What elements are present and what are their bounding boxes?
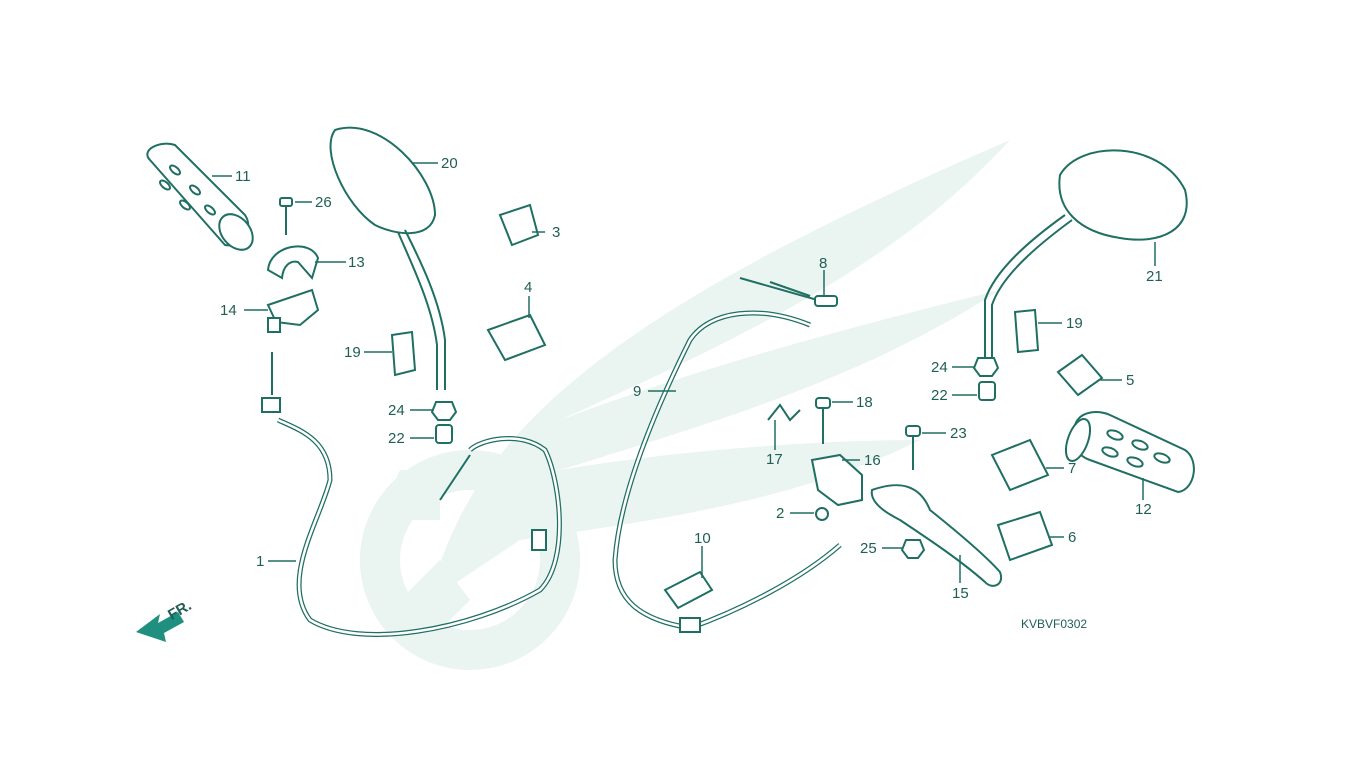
callout-26: 26 bbox=[315, 194, 332, 211]
mirror-left-part bbox=[329, 126, 446, 390]
callout-11: 11 bbox=[235, 168, 251, 185]
callout-12: 12 bbox=[1135, 501, 1152, 518]
mirror-right-part bbox=[984, 149, 1188, 360]
nut-left-part bbox=[430, 401, 458, 421]
switch-right-part bbox=[990, 438, 1050, 492]
callout-24-left: 24 bbox=[388, 402, 405, 419]
lever-bracket-part bbox=[810, 453, 863, 507]
callout-9: 9 bbox=[633, 383, 641, 400]
callout-5: 5 bbox=[1126, 372, 1134, 389]
lever-nut-part bbox=[900, 539, 926, 559]
pivot-pin-part bbox=[815, 397, 831, 444]
callout-19-right: 19 bbox=[1066, 315, 1083, 332]
callout-labels: 1 2 3 4 5 6 7 8 9 10 11 12 13 14 15 16 1… bbox=[165, 155, 1163, 631]
grip-right-part bbox=[1064, 411, 1195, 494]
callout-25: 25 bbox=[860, 540, 877, 557]
callout-1: 1 bbox=[256, 553, 264, 570]
callout-24-right: 24 bbox=[931, 359, 948, 376]
callout-16: 16 bbox=[864, 452, 881, 469]
callout-8: 8 bbox=[819, 255, 827, 272]
brake-cable-part bbox=[612, 310, 842, 633]
callout-19-left: 19 bbox=[344, 344, 361, 361]
switch-right-small-part bbox=[1056, 353, 1104, 397]
nut-right-part bbox=[972, 357, 1000, 377]
callout-21: 21 bbox=[1146, 268, 1163, 285]
diagram-code: KVBVF0302 bbox=[1021, 617, 1087, 631]
callout-15: 15 bbox=[952, 585, 969, 602]
switch-right-lower-part bbox=[996, 510, 1054, 562]
callout-10: 10 bbox=[694, 530, 711, 547]
screw-part bbox=[279, 197, 293, 235]
callout-3: 3 bbox=[552, 224, 560, 241]
adapter-right-part bbox=[978, 381, 996, 401]
callout-2: 2 bbox=[776, 505, 784, 522]
switch-small-part bbox=[498, 203, 540, 247]
callout-22-left: 22 bbox=[388, 430, 405, 447]
throttle-cable-part bbox=[261, 352, 562, 637]
grip-left-part bbox=[146, 142, 254, 251]
callout-22-right: 22 bbox=[931, 387, 948, 404]
throttle-housing-part bbox=[266, 245, 320, 281]
switch-part bbox=[486, 313, 547, 362]
callout-14: 14 bbox=[220, 302, 237, 319]
mirror-boot-right-part bbox=[1013, 308, 1040, 354]
callout-13: 13 bbox=[348, 254, 365, 271]
brake-lever-part bbox=[870, 484, 1003, 587]
spring-part bbox=[767, 403, 801, 422]
callout-4: 4 bbox=[524, 279, 532, 296]
cable-clamp-part bbox=[663, 570, 714, 610]
callout-6: 6 bbox=[1068, 529, 1076, 546]
callout-18: 18 bbox=[856, 394, 873, 411]
callout-7: 7 bbox=[1068, 460, 1076, 477]
bolt-part bbox=[905, 425, 921, 470]
washer-part bbox=[815, 507, 829, 521]
callout-20: 20 bbox=[441, 155, 458, 172]
adapter-left-part bbox=[435, 424, 453, 444]
watermark-wing-logo bbox=[360, 140, 1010, 670]
throttle-bracket-part bbox=[266, 288, 320, 333]
leader-lines bbox=[212, 162, 1156, 583]
mirror-boot-left-part bbox=[390, 330, 417, 377]
switch-wire-part bbox=[739, 277, 838, 307]
callout-17: 17 bbox=[766, 451, 783, 468]
front-direction-arrow-icon bbox=[136, 612, 184, 642]
callout-23: 23 bbox=[950, 425, 967, 442]
